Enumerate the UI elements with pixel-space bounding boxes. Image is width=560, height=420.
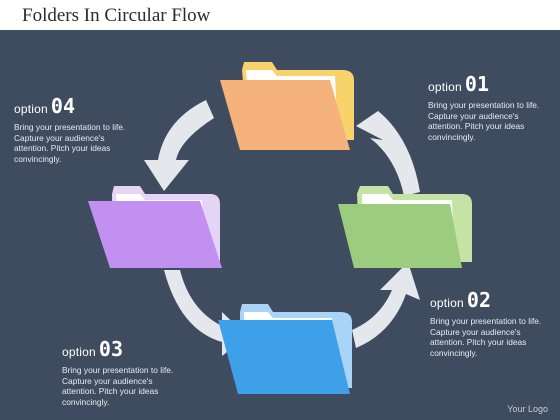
- slide-title: Folders In Circular Flow: [22, 5, 211, 26]
- option-01-number: 01: [464, 72, 489, 96]
- option-03-text: Bring your presentation to life. Capture…: [62, 365, 174, 407]
- folder-bottom-icon: [218, 304, 352, 394]
- option-01-text: Bring your presentation to life. Capture…: [428, 100, 540, 142]
- option-02-word: option: [430, 296, 464, 310]
- arrow-top-right: [356, 111, 420, 196]
- option-03-word: option: [62, 345, 96, 359]
- option-03-number: 03: [98, 337, 123, 361]
- arrow-bottom-right: [352, 262, 420, 348]
- option-04-word: option: [14, 102, 48, 116]
- logo-placeholder: Your Logo: [507, 404, 548, 414]
- option-02-text: Bring your presentation to life. Capture…: [430, 316, 542, 358]
- folder-right-icon: [338, 186, 472, 268]
- folder-top-icon: [220, 62, 354, 150]
- option-04-text: Bring your presentation to life. Capture…: [14, 122, 126, 164]
- title-bar: Folders In Circular Flow: [0, 0, 560, 30]
- folder-left-icon: [88, 186, 222, 268]
- option-02-number: 02: [466, 288, 491, 312]
- arrow-top-left: [144, 100, 214, 191]
- option-04-number: 04: [50, 94, 75, 118]
- option-01-word: option: [428, 80, 462, 94]
